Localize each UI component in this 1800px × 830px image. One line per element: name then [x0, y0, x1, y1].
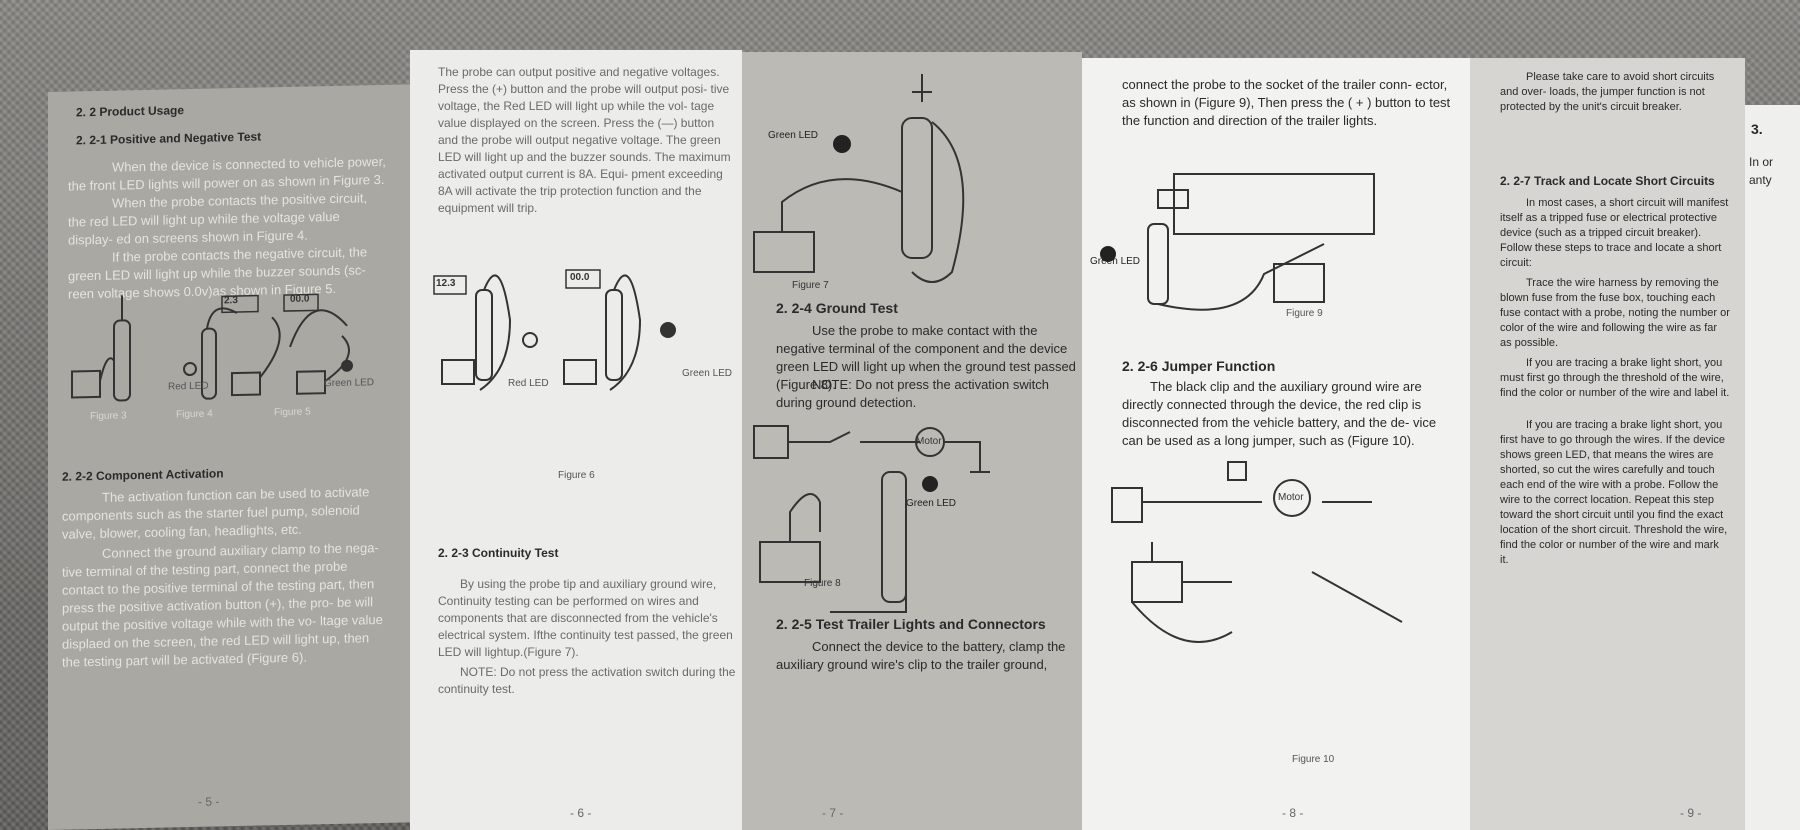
figure-caption: Figure 7	[792, 280, 829, 291]
section-number: 3.	[1751, 121, 1763, 137]
note-paragraph: NOTE: Do not press the activation switch…	[438, 665, 736, 696]
figure-7-diagram	[753, 74, 965, 283]
probe-display: 12.3	[436, 278, 456, 289]
motor-label: Motor	[1278, 492, 1304, 503]
manual-page-6: The probe can output positive and negati…	[410, 50, 742, 830]
figure-caption: Figure 4	[176, 408, 213, 421]
figure-caption: Figure 10	[1292, 754, 1335, 765]
manual-page-8: connect the probe to the socket of the t…	[1082, 58, 1470, 830]
probe-display: 2.3	[224, 295, 238, 307]
figure-caption: Figure 6	[558, 470, 595, 481]
paragraph: Trace the wire harness by removing the b…	[1500, 277, 1730, 349]
paragraph: By using the probe tip and auxiliary gro…	[438, 577, 733, 659]
subsection-heading: 2. 2-7 Track and Locate Short Circuits	[1500, 174, 1715, 188]
subsection-heading: 2. 2-1 Positive and Negative Test	[76, 129, 262, 148]
figure-caption: Figure 3	[90, 410, 127, 423]
paragraph: If you are tracing a brake light short, …	[1500, 357, 1730, 399]
led-label: Red LED	[508, 378, 549, 389]
note-paragraph: NOTE: Do not press the activation switch…	[776, 377, 1049, 410]
page-number: - 6 -	[570, 806, 592, 820]
paragraph: The activation function can be used to a…	[62, 484, 370, 542]
paragraph: Use the probe to make contact with the n…	[776, 323, 1076, 392]
figure-6-diagram	[433, 269, 676, 391]
page-number: - 8 -	[1282, 806, 1304, 820]
paragraph: Connect the ground auxiliary clamp to th…	[62, 540, 383, 670]
figure-8-diagram	[753, 425, 990, 613]
paragraph: connect the probe to the socket of the t…	[1122, 77, 1451, 128]
page-number: - 5 -	[198, 794, 220, 809]
paragraph: When the probe contacts the positive cir…	[68, 190, 368, 248]
led-label: Green LED	[324, 377, 375, 390]
paragraph: If you are tracing a brake light short, …	[1500, 419, 1728, 566]
page-number: - 7 -	[822, 806, 844, 820]
led-label: Green LED	[768, 130, 819, 141]
figure-caption: Figure 8	[804, 578, 841, 589]
paragraph: The black clip and the auxiliary ground …	[1122, 379, 1437, 448]
figure-caption: Figure 5	[274, 406, 311, 419]
paragraph-fragment: In or	[1749, 155, 1774, 169]
subsection-heading: 2. 2-2 Component Activation	[62, 466, 224, 484]
section-heading: 2. 2 Product Usage	[76, 103, 185, 120]
figure-caption: Figure 9	[1286, 308, 1323, 319]
page-number: - 9 -	[1680, 806, 1702, 820]
figure-3-4-5-diagram	[71, 293, 353, 402]
manual-page-10-edge: 3. In or anty	[1745, 105, 1800, 830]
manual-page-7: Green LED Figure 7 2. 2-4 Ground Test Us…	[742, 52, 1082, 830]
figure-9-diagram	[1100, 173, 1375, 311]
led-label: Green LED	[1090, 256, 1141, 267]
led-label: Green LED	[682, 368, 733, 379]
manual-page-5: 2. 2 Product Usage 2. 2-1 Positive and N…	[48, 84, 410, 830]
subsection-heading: 2. 2-4 Ground Test	[776, 300, 898, 316]
paragraph: The probe can output positive and negati…	[438, 65, 731, 215]
subsection-heading: 2. 2-5 Test Trailer Lights and Connector…	[776, 616, 1046, 632]
paragraph: Connect the device to the battery, clamp…	[776, 639, 1066, 672]
subsection-heading: 2. 2-3 Continuity Test	[438, 546, 559, 560]
figure-10-diagram	[1111, 461, 1403, 643]
led-label: Red LED	[168, 380, 209, 393]
subsection-heading: 2. 2-6 Jumper Function	[1122, 358, 1276, 374]
motor-label: Motor	[916, 436, 942, 447]
paragraph: In most cases, a short circuit will mani…	[1500, 197, 1729, 269]
probe-display: 00.0	[570, 272, 590, 283]
probe-display: 00.0	[290, 293, 310, 305]
led-label: Green LED	[906, 498, 957, 509]
manual-page-9: Please take care to avoid short circuits…	[1470, 58, 1745, 830]
paragraph-fragment: anty	[1749, 173, 1772, 187]
paragraph: Please take care to avoid short circuits…	[1500, 71, 1715, 113]
